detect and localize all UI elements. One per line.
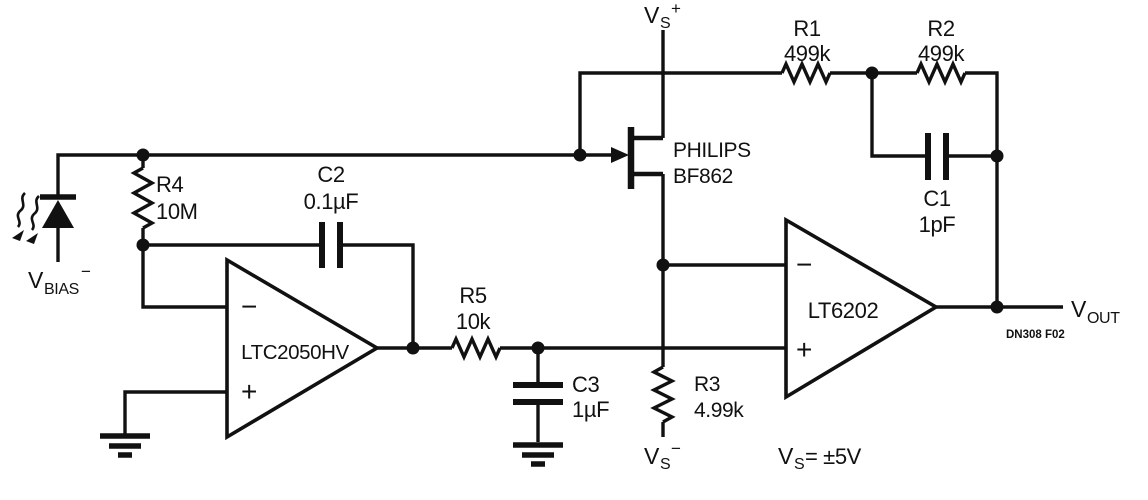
supply-note-base: V: [778, 443, 794, 469]
jfet-bf862: [611, 127, 663, 189]
capacitor-c2: [319, 222, 343, 268]
light-ray-arrowhead: [12, 230, 24, 241]
jfet-manufacturer-label: PHILIPS: [673, 139, 751, 162]
vs-minus-label: V S −: [644, 439, 681, 473]
vbias-sub: BIAS: [44, 281, 79, 298]
junction-dot: [136, 148, 150, 162]
wire-c1-left: [870, 73, 925, 158]
r3-ref-label: R3: [694, 373, 720, 396]
c1-value-label: 1pF: [919, 212, 956, 237]
vs-plus-sub: S: [660, 15, 670, 32]
light-ray-arrowhead: [26, 233, 38, 244]
capacitors: [319, 133, 949, 405]
r1-value-label: 499k: [784, 41, 832, 66]
vbias-base: V: [28, 267, 44, 293]
vs-minus-base: V: [644, 443, 660, 469]
junction-dot: [656, 258, 670, 272]
r4-value-label: 10M: [156, 199, 198, 224]
capacitor-c3: [513, 382, 563, 405]
jfet-part-label: BF862: [673, 165, 733, 188]
wire-gate-node: [56, 153, 580, 197]
r2-ref-label: R2: [927, 16, 954, 41]
junction-dot: [865, 66, 879, 80]
r3-value-label: 4.99k: [694, 399, 744, 422]
junction-dot: [573, 148, 587, 162]
opamp2-part-label: LT6202: [808, 298, 879, 323]
light-ray: [30, 195, 40, 231]
wire-right-branch: [965, 71, 999, 307]
resistor-r1: [780, 59, 832, 87]
ground-c3: [513, 442, 563, 467]
resistor-r3: [650, 365, 676, 424]
vbias-sup: −: [81, 262, 91, 281]
junction-dots: [136, 66, 1004, 355]
c3-ref-label: C3: [572, 372, 599, 397]
opamp2-noninverting-sign: +: [796, 334, 812, 365]
light-ray: [16, 192, 26, 228]
vs-plus-base: V: [644, 2, 660, 28]
r5-value-label: 10k: [456, 309, 492, 334]
opamp1-noninverting-sign: +: [241, 376, 257, 407]
vs-plus-sup: +: [671, 0, 681, 18]
resistor-r5: [450, 334, 502, 362]
r4-ref-label: R4: [156, 172, 183, 197]
opamp1-inverting-sign: −: [241, 291, 257, 322]
supply-note-sub: S: [794, 456, 804, 473]
capacitor-c1: [925, 133, 949, 180]
junction-dot: [531, 341, 545, 355]
light-arrows-icon: [12, 192, 40, 244]
vs-plus-label: V S +: [644, 0, 681, 32]
c3-value-label: 1µF: [572, 397, 609, 422]
junction-dot: [990, 149, 1004, 163]
opamp1-triangle: [225, 256, 381, 441]
c1-ref-label: C1: [923, 186, 950, 211]
opamp2-triangle: [784, 216, 940, 401]
wire-c2-right: [343, 243, 415, 348]
opamp2-inverting-sign: −: [796, 249, 812, 280]
figure-code: DN308 F02: [1006, 329, 1065, 341]
junction-dot: [406, 341, 420, 355]
supply-note-label: V S = ±5V: [778, 443, 862, 473]
vbias-label: V BIAS −: [28, 262, 91, 298]
r1-ref-label: R1: [793, 16, 820, 41]
wire-opamp1-inverting: [141, 245, 227, 309]
junction-dot: [136, 238, 150, 252]
vs-minus-sub: S: [660, 456, 670, 473]
jfet-gate-arrowhead: [611, 147, 629, 163]
resistor-r4: [130, 166, 156, 230]
vout-base: V: [1071, 296, 1087, 322]
vs-minus-sup: −: [671, 439, 681, 458]
c2-ref-label: C2: [317, 162, 344, 187]
photodiode: [12, 192, 76, 244]
opamp1-part-label: LTC2050HV: [241, 341, 349, 364]
junction-dot: [990, 300, 1004, 314]
ground-opamp1: [100, 433, 150, 458]
photodiode-anode-triangle: [42, 200, 74, 228]
wires: [56, 30, 1063, 442]
wire-opamp1-noninverting-gnd: [123, 390, 227, 434]
r5-ref-label: R5: [459, 283, 486, 308]
resistors: [130, 59, 967, 424]
r2-value-label: 499k: [918, 41, 966, 66]
vout-label: V OUT: [1071, 296, 1121, 327]
wire-feedback-top: [578, 71, 782, 155]
vout-sub: OUT: [1087, 310, 1120, 327]
resistor-r2: [915, 59, 967, 87]
supply-note-equals: = ±5V: [805, 444, 862, 469]
c2-value-label: 0.1µF: [304, 189, 359, 214]
